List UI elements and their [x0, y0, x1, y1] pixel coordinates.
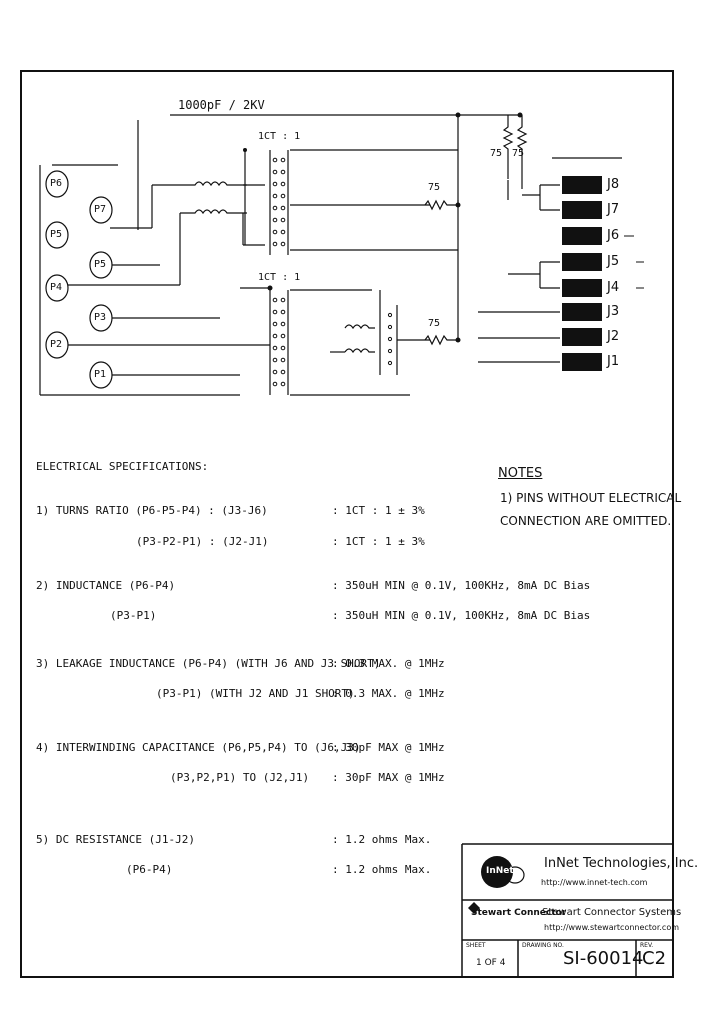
jack-label: J3 [607, 304, 620, 319]
jack-label: J5 [607, 254, 620, 269]
upper-transformer-ratio: 1CT : 1 [258, 131, 301, 142]
division-url: http://www.stewartconnector.com [544, 923, 680, 932]
pin-label: P4 [50, 282, 63, 293]
spec-value: : 1.2 ohms Max. [332, 833, 432, 846]
drawing-number: SI-60014 [563, 948, 644, 969]
pin-label: P7 [94, 204, 107, 215]
spec-value: : 30pF MAX @ 1MHz [332, 771, 445, 784]
spec-value: : 1.2 ohms Max. [332, 863, 432, 876]
spec-value: : 1CT : 1 ± 3% [332, 535, 425, 548]
resistor-label: 75 [512, 148, 525, 159]
lower-transformer-ratio: 1CT : 1 [258, 272, 301, 283]
spec-label: 1) TURNS RATIO (P6-P5-P4) : (J3-J6) [36, 504, 268, 517]
company-logo: InNet [486, 866, 514, 876]
jack-label: J4 [607, 280, 620, 295]
spec-label: (P3-P1) (WITH J2 AND J1 SHORT) [156, 687, 355, 700]
spec-label: 3) LEAKAGE INDUCTANCE (P6-P4) (WITH J6 A… [36, 657, 381, 670]
company-name: InNet Technologies, Inc. [544, 856, 699, 871]
resistor-label: 75 [428, 318, 441, 329]
note-line: 1) PINS WITHOUT ELECTRICAL [500, 491, 682, 505]
jack-label: J2 [607, 329, 620, 344]
spec-value: : 350uH MIN @ 0.1V, 100KHz, 8mA DC Bias [332, 579, 591, 592]
pin-label: P5 [94, 259, 107, 270]
brand-name: Stewart Connector [471, 908, 567, 918]
notes-title: NOTES [498, 466, 543, 481]
resistor-label: 75 [490, 148, 503, 159]
jack-label: J1 [607, 354, 620, 369]
pin-label: P3 [94, 312, 107, 323]
jack-label: J7 [607, 202, 620, 217]
spec-label: 2) INDUCTANCE (P6-P4) [36, 579, 176, 592]
spec-label: (P3-P1) [110, 609, 157, 622]
sheet-value: 1 OF 4 [476, 958, 506, 968]
spec-value: : 350uH MIN @ 0.1V, 100KHz, 8mA DC Bias [332, 609, 591, 622]
specs-heading: ELECTRICAL SPECIFICATIONS: [36, 460, 209, 473]
division-name: Stewart Connector Systems [542, 907, 682, 918]
pin-label: P2 [50, 339, 63, 350]
schematic-diagram [39, 112, 644, 396]
drawing-number-label: DRAWING NO. [522, 942, 564, 949]
revision-value: C2 [642, 948, 667, 969]
pin-label: P6 [50, 178, 63, 189]
spec-label: 5) DC RESISTANCE (J1-J2) [36, 833, 195, 846]
pin-label: P5 [50, 229, 63, 240]
resistor-label: 75 [428, 182, 441, 193]
spec-value: : 0.3 MAX. @ 1MHz [332, 687, 445, 700]
revision-label: REV. [640, 942, 654, 949]
spec-label: (P3-P2-P1) : (J2-J1) [136, 535, 269, 548]
note-line: CONNECTION ARE OMITTED. [500, 514, 672, 528]
sheet-label: SHEET [466, 942, 486, 949]
company-url: http://www.innet-tech.com [541, 878, 648, 887]
jack-label: J6 [607, 228, 620, 243]
spec-label: 4) INTERWINDING CAPACITANCE (P6,P5,P4) T… [36, 741, 361, 754]
spec-value: : 1CT : 1 ± 3% [332, 504, 425, 517]
spec-value: : 30pF MAX @ 1MHz [332, 741, 445, 754]
spec-value: : 0.3 MAX. @ 1MHz [332, 657, 445, 670]
spec-label: (P3,P2,P1) TO (J2,J1) [170, 771, 310, 784]
jack-label: J8 [607, 177, 620, 192]
spec-label: (P6-P4) [126, 863, 173, 876]
cap-label: 1000pF / 2KV [178, 98, 265, 112]
pin-label: P1 [94, 369, 107, 380]
drawing-sheet [20, 70, 674, 978]
